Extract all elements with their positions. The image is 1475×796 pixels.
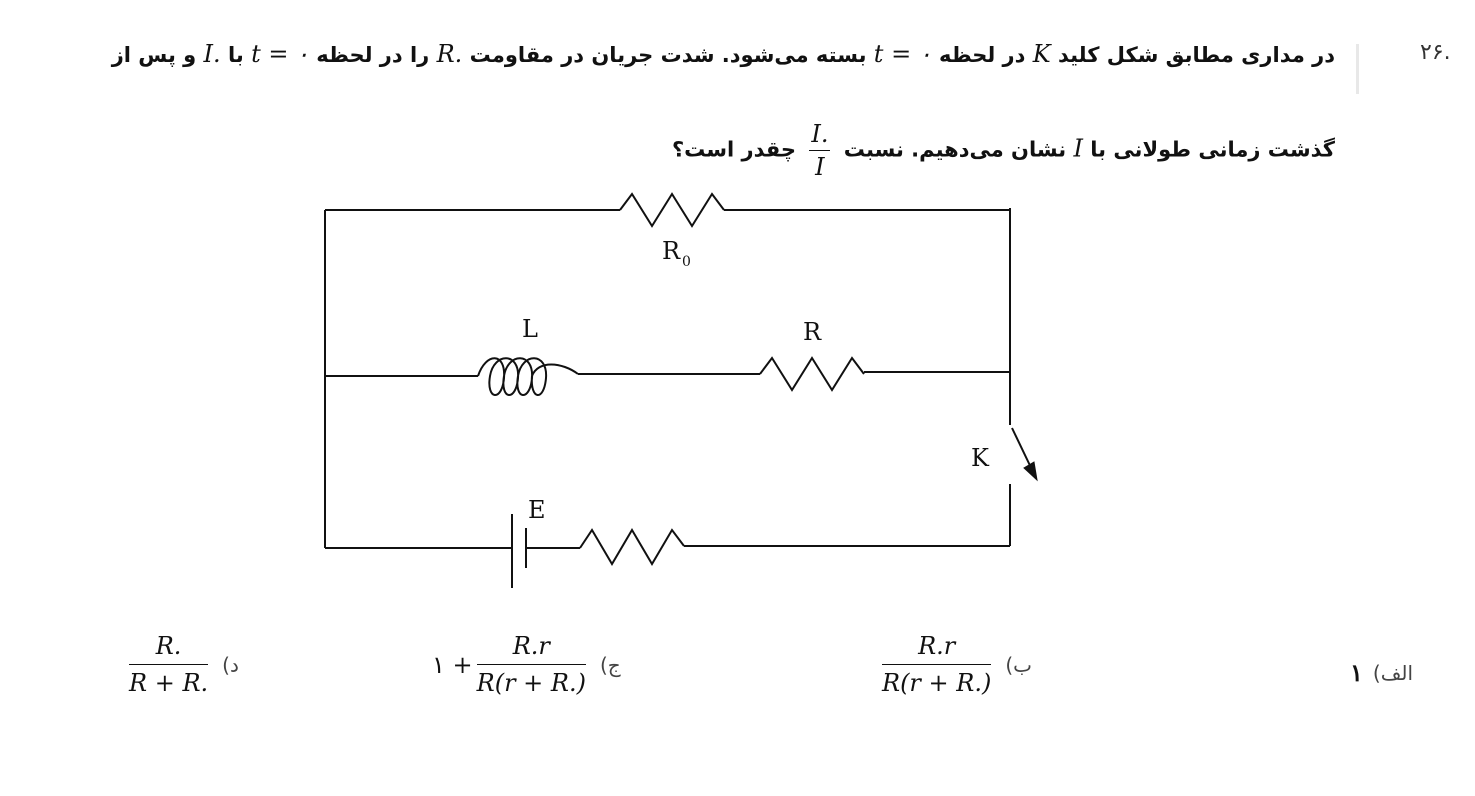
q-text: گذشت زمانی طولانی با xyxy=(1090,137,1335,162)
option-c-prefix: ۱ + xyxy=(432,650,473,679)
option-d-fraction: R. R + R. xyxy=(129,632,209,697)
t-equals-zero-2: t = ۰ xyxy=(251,40,309,68)
resistor-r xyxy=(759,356,865,392)
ratio-fraction: I. I xyxy=(809,120,831,181)
option-a[interactable]: ۱ الف) xyxy=(1350,658,1413,687)
resistor-r0 xyxy=(619,192,725,228)
option-b[interactable]: R.r R(r + R.) ب) xyxy=(878,632,1032,697)
ratio-numerator: I. xyxy=(809,120,831,151)
label-r: R xyxy=(803,318,822,346)
label-r0: R xyxy=(662,237,681,265)
option-b-label: ب) xyxy=(1005,652,1032,677)
label-e: E xyxy=(528,496,546,524)
q-text: و پس از xyxy=(111,43,197,67)
q-text: با xyxy=(227,43,244,67)
ratio-denominator: I xyxy=(815,153,825,181)
option-b-denominator: R(r + R.) xyxy=(882,669,992,697)
question-number: ۲۶. xyxy=(1420,40,1451,65)
var-r0: R. xyxy=(436,40,463,68)
option-d-numerator: R. xyxy=(129,632,209,665)
q-text: بسته می‌شود. شدت جریان در مقاومت xyxy=(469,43,867,67)
inductor-l xyxy=(477,357,579,396)
option-c-fraction: R.r R(r + R.) xyxy=(476,632,586,697)
question-line-1: در مداری مطابق شکل کلید K در لحظه t = ۰ … xyxy=(112,40,1335,68)
label-r0-subscript: 0 xyxy=(682,254,691,270)
label-k: K xyxy=(971,444,990,472)
q-text: در مداری مطابق شکل کلید xyxy=(1057,43,1335,67)
q-text: در لحظه xyxy=(939,43,1026,67)
option-c-label: ج) xyxy=(599,652,621,677)
option-a-label: الف) xyxy=(1372,660,1414,685)
option-a-value: ۱ xyxy=(1350,658,1363,687)
q-text: چقدر است؟ xyxy=(671,137,797,162)
option-c-numerator: R.r xyxy=(476,632,586,665)
q-text: را در لحظه xyxy=(316,43,430,67)
var-i0: I. xyxy=(203,40,221,68)
option-b-fraction: R.r R(r + R.) xyxy=(882,632,992,697)
option-d-label: د) xyxy=(222,652,239,677)
var-i: I xyxy=(1073,134,1083,163)
option-c-denominator: R(r + R.) xyxy=(476,669,586,697)
q-text: نشان می‌دهیم. نسبت xyxy=(843,137,1067,162)
label-l: L xyxy=(522,315,538,343)
option-b-numerator: R.r xyxy=(882,632,992,665)
option-d-denominator: R + R. xyxy=(129,669,209,697)
option-d[interactable]: R. R + R. د) xyxy=(125,632,239,697)
var-k: K xyxy=(1032,40,1051,68)
resistor-r-internal xyxy=(579,528,685,566)
question-line-2: گذشت زمانی طولانی با I نشان می‌دهیم. نسب… xyxy=(672,120,1335,181)
option-c[interactable]: ۱ + R.r R(r + R.) ج) xyxy=(432,632,621,697)
margin-bar xyxy=(1356,44,1359,94)
t-equals-zero: t = ۰ xyxy=(873,40,932,68)
switch-arrow-icon xyxy=(1023,461,1038,482)
